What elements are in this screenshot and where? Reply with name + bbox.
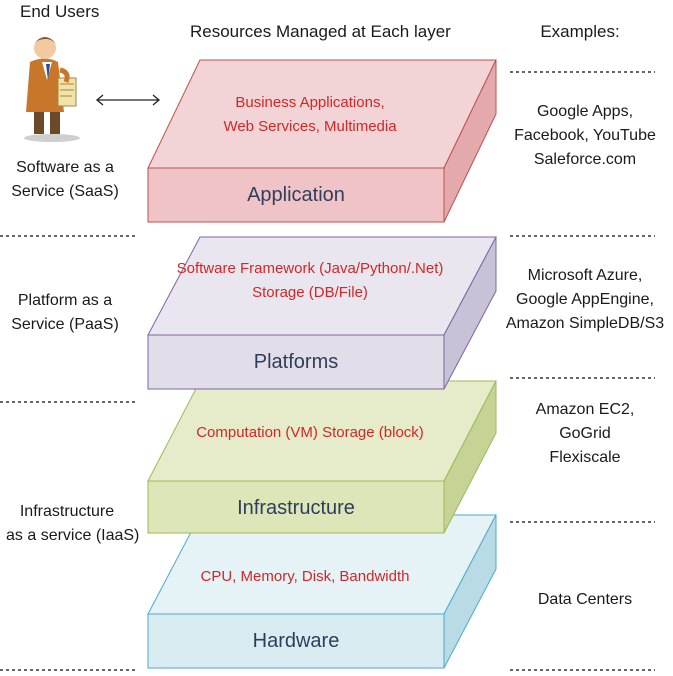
service-model-line: Service (SaaS) xyxy=(11,183,119,200)
layer-front-face xyxy=(147,480,445,534)
resource-line: CPU, Memory, Disk, Bandwidth xyxy=(200,568,410,585)
example-item: Google AppEngine, xyxy=(516,291,654,308)
layer-slab-application xyxy=(147,59,497,223)
resources-header: Resources Managed at Each layer xyxy=(190,22,451,41)
example-item: Flexiscale xyxy=(549,449,621,466)
resource-line: Software Framework (Java/Python/.Net) xyxy=(176,260,444,277)
end-users-label: End Users xyxy=(20,2,100,21)
layer-name-platforms: Platforms xyxy=(253,351,339,373)
layer-front-face xyxy=(147,334,445,390)
service-model-line: Infrastructure xyxy=(19,503,115,520)
layer-resources-platforms: Software Framework (Java/Python/.Net) St… xyxy=(160,257,460,305)
layer-name-application: Application xyxy=(247,184,345,206)
service-model-line: Software as a xyxy=(16,159,114,176)
businessman-icon xyxy=(24,37,80,142)
resource-line: Business Applications, xyxy=(235,94,385,111)
double-arrow-icon xyxy=(95,94,161,106)
layer-slab-infrastructure xyxy=(147,380,497,534)
resource-line: Storage (DB/File) xyxy=(252,284,368,301)
example-item: Saleforce.com xyxy=(533,151,637,168)
layer-resources-application: Business Applications, Web Services, Mul… xyxy=(160,91,460,139)
layer-name-hardware: Hardware xyxy=(252,630,340,652)
service-model-line: Service (PaaS) xyxy=(11,316,119,333)
service-model-paas: Platform as a Service (PaaS) xyxy=(6,289,124,337)
examples-paas: Microsoft Azure, Google AppEngine, Amazo… xyxy=(505,264,665,336)
service-model-line: Platform as a xyxy=(17,292,113,309)
layer-name-infrastructure: Infrastructure xyxy=(237,497,355,519)
layer-slab-hardware xyxy=(147,514,497,669)
layer-front-face xyxy=(147,167,445,223)
examples-header: Examples: xyxy=(540,22,620,41)
layer-resources-hardware: CPU, Memory, Disk, Bandwidth xyxy=(155,565,455,589)
example-item: Microsoft Azure, xyxy=(527,267,643,284)
layer-front-face xyxy=(147,613,445,669)
service-model-line: as a service (IaaS) xyxy=(6,527,140,544)
examples-iaas: Amazon EC2, GoGrid Flexiscale xyxy=(510,398,660,470)
example-item: GoGrid xyxy=(559,425,611,442)
layer-slab-platforms xyxy=(147,236,497,390)
examples-saas: Google Apps, Facebook, YouTube Saleforce… xyxy=(510,100,660,172)
example-item: Amazon SimpleDB/S3 xyxy=(505,315,665,332)
layers-group xyxy=(147,59,497,669)
example-item: Google Apps, xyxy=(536,103,634,120)
service-model-saas: Software as a Service (SaaS) xyxy=(6,156,124,204)
resource-line: Web Services, Multimedia xyxy=(223,118,397,135)
resource-line: Computation (VM) Storage (block) xyxy=(196,424,424,441)
example-item: Amazon EC2, xyxy=(535,401,635,418)
example-item: Facebook, YouTube xyxy=(514,127,656,144)
service-model-iaas: Infrastructure as a service (IaaS) xyxy=(6,500,140,548)
examples-hardware: Data Centers xyxy=(510,588,660,612)
example-item: Data Centers xyxy=(537,591,633,608)
layer-resources-infrastructure: Computation (VM) Storage (block) xyxy=(160,421,460,445)
